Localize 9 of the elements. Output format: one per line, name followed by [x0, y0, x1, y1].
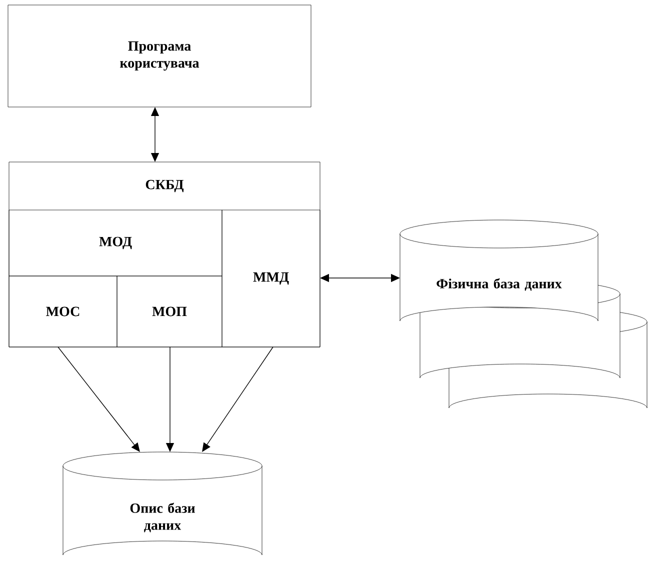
module-box: МОС: [8, 276, 118, 348]
program-box: Програма користувача: [8, 4, 312, 108]
arrow: [58, 346, 140, 452]
database-cylinder: Опис бази даних: [62, 452, 262, 556]
database-cylinder: Фізична база даних: [400, 220, 598, 322]
module-box: ММД: [222, 210, 320, 348]
arrow: [202, 346, 274, 452]
module-box: МОД: [8, 210, 222, 276]
module-box: МОП: [116, 276, 222, 348]
